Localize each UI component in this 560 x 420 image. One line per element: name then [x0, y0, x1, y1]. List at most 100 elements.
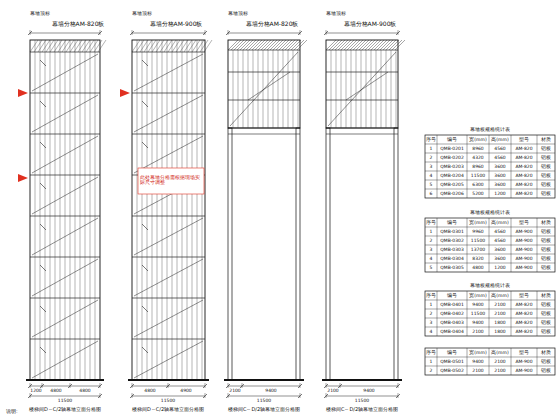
top-hatch	[30, 40, 38, 52]
table-cell: AM-820	[515, 173, 532, 178]
dimension-ext	[326, 30, 327, 35]
top-hatch	[288, 40, 298, 50]
table-col-line	[537, 135, 538, 198]
top-hatch	[184, 40, 192, 52]
drawing-label: 9400	[363, 389, 374, 394]
dimension-ext	[398, 383, 399, 388]
top-hatch	[132, 40, 140, 52]
steel-column	[228, 128, 232, 380]
drawing-label: 2100	[327, 389, 338, 394]
top-hatch	[70, 40, 78, 52]
mullion	[85, 40, 86, 380]
table-cell: 8320	[472, 256, 483, 261]
drawing-label: 幕墙顶标	[326, 11, 346, 17]
table-cell: QMB-0206	[440, 191, 464, 196]
table-cell: 2100	[494, 359, 505, 364]
linework	[18, 30, 555, 398]
mullion	[331, 50, 332, 128]
table-cell: 4	[430, 329, 433, 334]
dimension-tick	[338, 384, 342, 388]
drawing-label: 1200	[30, 389, 41, 394]
table-row-line	[425, 189, 555, 190]
table-cell: 铝板	[541, 329, 551, 334]
table-cell: 铝板	[541, 256, 551, 261]
table-cell: 1800	[494, 329, 505, 334]
top-hatch	[368, 40, 378, 50]
table-row-line	[425, 162, 555, 163]
dimension-ext	[228, 383, 229, 388]
table-cell: 铝板	[541, 368, 551, 373]
dimension-line	[132, 396, 205, 397]
top-hatch	[255, 40, 265, 50]
top-hatch	[353, 40, 363, 50]
panel-mark	[142, 101, 148, 107]
top-hatch	[294, 40, 304, 50]
table-cell: QMB-0404	[440, 329, 464, 334]
table-border	[425, 135, 555, 198]
table-cell: 宽(mm)	[469, 220, 486, 225]
table-cell: 1200	[494, 191, 505, 196]
panel-mark	[142, 142, 148, 148]
table-cell: 2100	[494, 368, 505, 373]
top-hatch	[359, 40, 369, 50]
transom	[132, 93, 205, 94]
panel-mark	[40, 265, 46, 271]
table-cell: 高(mm)	[491, 220, 508, 225]
dimension-tick	[396, 394, 400, 398]
mullion	[60, 40, 61, 380]
table-cell: 4560	[494, 238, 505, 243]
top-hatch	[144, 40, 152, 52]
table-cell: 序号	[426, 293, 436, 298]
dimension-tick	[396, 31, 400, 35]
mullion	[341, 50, 342, 128]
table-row-line	[425, 171, 555, 172]
division-diagonal	[134, 341, 203, 378]
table-row-line	[425, 366, 555, 367]
dimension-ext	[205, 383, 206, 388]
top-hatch	[192, 40, 200, 52]
dimension-ext	[100, 30, 101, 35]
dimension-tick	[98, 384, 102, 388]
table-row-line	[425, 227, 555, 228]
table-cell: 2	[430, 238, 433, 243]
table-cell: QMB-0302	[440, 238, 464, 243]
mullion	[336, 50, 337, 128]
top-hatch	[148, 40, 156, 52]
mullion	[238, 50, 239, 128]
table-cell: 3600	[494, 173, 505, 178]
table-cell: 铝板	[541, 182, 551, 187]
table-cell: 9400	[472, 320, 483, 325]
transom	[30, 175, 100, 176]
panel-mark	[40, 224, 46, 230]
top-hatch	[389, 40, 399, 50]
dimension-ext	[100, 383, 101, 388]
top-hatch	[34, 40, 42, 52]
table-cell: QMB-0203	[440, 164, 464, 169]
note-text: 此处幕墙分格需根据现场实际尺寸调整	[140, 176, 202, 186]
dimension-tick	[324, 394, 328, 398]
mullion	[293, 50, 294, 128]
top-hatch	[270, 40, 280, 50]
dimension-line	[30, 386, 100, 387]
top-hatch	[279, 40, 289, 50]
dimension-ext	[326, 383, 327, 388]
table-cell: AM-820	[515, 320, 532, 325]
level-arrow	[18, 174, 28, 182]
drawing-label: 幕墙分格AM-900板	[344, 21, 397, 28]
table-cell: 2100	[494, 302, 505, 307]
table-col-line	[537, 348, 538, 375]
drawing-label: 4900	[180, 389, 191, 394]
table-col-line	[511, 348, 512, 375]
table-cell: 型号	[519, 350, 529, 355]
top-hatch	[383, 40, 393, 50]
table-cell: 13700	[471, 247, 485, 252]
transom	[132, 134, 205, 135]
table-cell: 铝板	[541, 146, 551, 151]
mullion	[356, 50, 357, 128]
dimension-tick	[203, 31, 207, 35]
table-cell: 铝板	[541, 238, 551, 243]
table-row-line	[425, 180, 555, 181]
dimension-tick	[226, 31, 230, 35]
transom	[30, 257, 100, 258]
elevation-1	[26, 40, 106, 381]
